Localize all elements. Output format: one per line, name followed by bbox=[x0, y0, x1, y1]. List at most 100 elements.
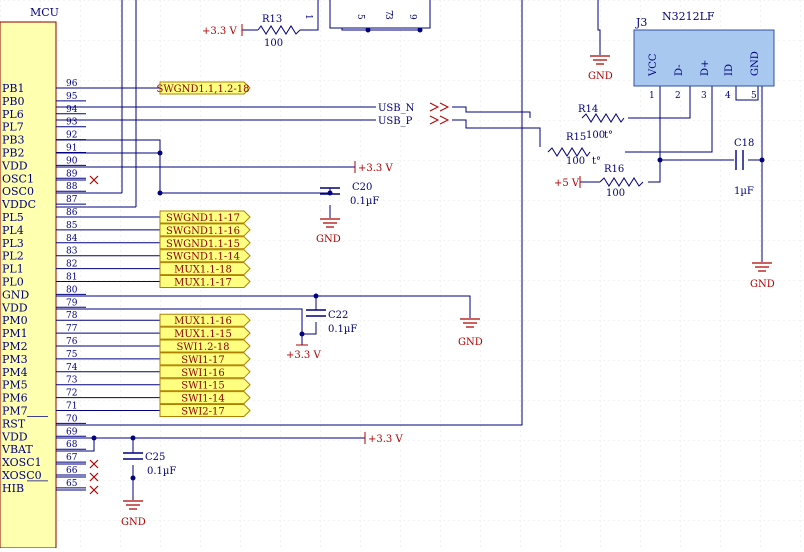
c22-ref: C22 bbox=[328, 310, 348, 321]
c20-symbol bbox=[320, 187, 340, 195]
j3-pin-name: D- bbox=[674, 64, 685, 76]
mcu-pin-name: PB2 bbox=[2, 147, 24, 160]
r13-ref: R13 bbox=[262, 14, 282, 25]
noconnect-group bbox=[89, 175, 99, 495]
net-tag-label: SWI1-17 bbox=[181, 355, 225, 366]
mcu-pin-name: PB3 bbox=[2, 134, 24, 147]
p33-top-label: +3.3 V bbox=[202, 26, 237, 37]
mcu-pin-number: 67 bbox=[66, 453, 78, 463]
mcu-pin-name: PB1 bbox=[2, 82, 24, 95]
net-tag-label: MUX1.1-15 bbox=[174, 329, 232, 340]
junction-dot bbox=[157, 190, 163, 196]
net-tag-label: SWI1-16 bbox=[181, 368, 225, 379]
gnd-c18-label: GND bbox=[750, 279, 775, 290]
mcu-pin-name: RST bbox=[2, 417, 26, 430]
mcu-pin-number: 77 bbox=[66, 324, 78, 334]
mcu-pin-name: VDDC bbox=[1, 198, 36, 211]
gnd-vdd-label: GND bbox=[458, 337, 483, 348]
r15-temp-mark: t° bbox=[592, 156, 601, 167]
top-connector-pin-number: 1 bbox=[303, 14, 313, 20]
c18-value: 1µF bbox=[734, 186, 754, 197]
gnd-c20-icon bbox=[320, 218, 340, 228]
r14-symbol bbox=[581, 113, 625, 123]
junction-dot bbox=[91, 435, 97, 441]
top-connector-pin-number: 5 bbox=[355, 14, 365, 20]
mcu-pin-number: 96 bbox=[66, 79, 78, 89]
mcu-pin-name: PM5 bbox=[2, 379, 28, 392]
j3-pin-name: D+ bbox=[700, 60, 711, 76]
usb-p-port-icon bbox=[429, 115, 450, 125]
mcu-pin-number: 93 bbox=[66, 118, 78, 128]
mcu-pin-number: 71 bbox=[66, 402, 77, 412]
r13-value: 100 bbox=[264, 38, 283, 49]
net-tag-flag bbox=[159, 326, 251, 340]
net-tag-flag bbox=[159, 352, 251, 366]
power-port-group bbox=[241, 24, 581, 444]
capacitor-group bbox=[123, 150, 744, 460]
p33-mid-label: +3.3 V bbox=[358, 163, 393, 174]
net-tag-label: SWI2-17 bbox=[181, 407, 225, 418]
j3-pin-name: GND bbox=[750, 51, 761, 76]
net-tag-flag bbox=[159, 339, 251, 353]
mcu-pin-number: 87 bbox=[66, 195, 78, 205]
noconnect-x-xosc1 bbox=[89, 459, 99, 469]
mcu-pin-name: PM3 bbox=[2, 353, 28, 366]
junction-dot bbox=[759, 157, 765, 163]
mcu-pin-name: PL0 bbox=[2, 276, 24, 289]
mcu-pin-number: 73 bbox=[66, 376, 78, 386]
junction-dot bbox=[657, 157, 663, 163]
mcu-pin-number: 81 bbox=[66, 273, 77, 283]
r13-symbol bbox=[257, 25, 301, 35]
mcu-pin-name: VDD bbox=[1, 301, 28, 314]
mcu-pin-name: VBAT bbox=[1, 443, 33, 456]
mcu-pin-name: PM0 bbox=[2, 314, 28, 327]
mcu-pin-name: GND bbox=[2, 288, 29, 301]
mcu-pin-number: 94 bbox=[66, 105, 78, 115]
net-tag-list: SWGND1.1,1.2-18SWGND1.1-17SWGND1.1-16SWG… bbox=[86, 81, 251, 418]
net-tag-flag bbox=[159, 313, 251, 327]
mcu-pin-number: 74 bbox=[66, 363, 78, 373]
mcu-pin-number: 69 bbox=[66, 427, 78, 437]
mcu-pin-name: PM1 bbox=[2, 327, 28, 340]
c25-ref: C25 bbox=[145, 452, 165, 463]
junction-dot bbox=[365, 27, 371, 33]
r15-symbol bbox=[547, 147, 591, 157]
r15-value: 100 bbox=[566, 156, 585, 167]
mcu-pin-number: 78 bbox=[66, 311, 78, 321]
mcu-pin-number: 65 bbox=[66, 479, 78, 489]
mcu-pin-name: XOSC0 bbox=[2, 469, 42, 482]
c22-value: 0.1µF bbox=[328, 324, 357, 335]
net-tag-flag bbox=[159, 365, 251, 379]
c18-symbol bbox=[735, 150, 744, 170]
net-tag-flag bbox=[159, 391, 251, 405]
mcu-pin-number: 75 bbox=[66, 350, 78, 360]
wire-top-gnd bbox=[597, 0, 601, 55]
wire-id bbox=[735, 86, 759, 101]
r16-ref: R16 bbox=[604, 164, 624, 175]
j3-pin-number: 5 bbox=[751, 91, 757, 101]
mcu-pin-name: PM7 bbox=[2, 405, 28, 418]
j3-part: N3212LF bbox=[662, 10, 715, 23]
mcu-pin-number: 92 bbox=[66, 131, 77, 141]
mcu-pin-name: PB0 bbox=[2, 95, 24, 108]
gnd-c18-icon bbox=[752, 262, 772, 272]
r16-symbol bbox=[599, 177, 644, 187]
j3-body bbox=[633, 29, 775, 87]
mcu-pin-number: 90 bbox=[66, 156, 78, 166]
noconnect-x-osc1 bbox=[89, 175, 99, 185]
junction-dot bbox=[130, 475, 136, 481]
mcu-pin-name: PM6 bbox=[2, 392, 28, 405]
mcu-pin-number: 76 bbox=[66, 337, 78, 347]
mcu-pin-number: 84 bbox=[66, 234, 78, 244]
wire-gnd80 bbox=[56, 295, 471, 318]
net-tag-flag bbox=[159, 404, 251, 417]
net-tag-label: SWGND1.1,1.2-18 bbox=[157, 84, 250, 95]
net-tag-flag bbox=[159, 378, 251, 392]
wire-c22-bottom bbox=[302, 322, 317, 335]
gnd-top-icon bbox=[590, 55, 610, 65]
r15-ref: R15 bbox=[566, 132, 586, 143]
wire-vbat bbox=[56, 438, 95, 452]
